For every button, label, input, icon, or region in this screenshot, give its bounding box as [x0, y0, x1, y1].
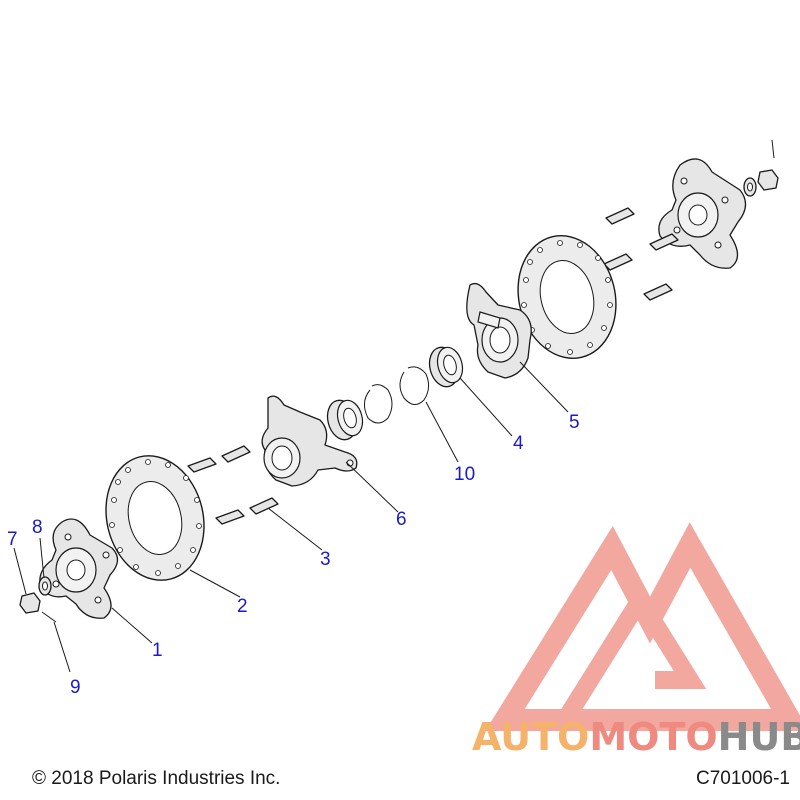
callout-8: 8 — [32, 517, 43, 538]
washer-right — [743, 177, 757, 197]
copyright-notice: © 2018 Polaris Industries Inc. — [32, 768, 281, 789]
brake-rotor-right — [517, 235, 617, 359]
callout-10: 10 — [454, 464, 475, 485]
callout-5: 5 — [569, 412, 580, 433]
knuckle-left — [261, 395, 358, 487]
callout-6: 6 — [396, 509, 407, 530]
callout-4: 4 — [513, 433, 524, 454]
callout-2: 2 — [237, 596, 248, 617]
washer-left — [38, 576, 52, 596]
watermark-hub: HUB — [718, 715, 800, 759]
hub-left — [39, 518, 119, 619]
cotter-pin-right — [771, 139, 775, 159]
castle-nut-right — [757, 169, 779, 191]
brake-rotor-left — [105, 455, 205, 581]
wheel-studs-left — [187, 445, 279, 525]
watermark-text: AUTOMOTOHUB — [472, 715, 800, 759]
bearing — [326, 399, 364, 441]
bearing-4 — [428, 346, 464, 388]
callout-9: 9 — [70, 677, 81, 698]
wheel-studs-right — [603, 207, 679, 301]
snap-ring — [364, 384, 393, 424]
hub-right — [658, 158, 747, 269]
knuckle-right — [466, 282, 532, 379]
watermark-logo — [485, 522, 800, 731]
cotter-pin-left — [41, 611, 57, 623]
snap-ring-10 — [399, 366, 430, 405]
callout-3: 3 — [320, 549, 331, 570]
callout-1: 1 — [152, 640, 163, 661]
leader-lines — [13, 361, 569, 673]
watermark-moto: MOTO — [589, 715, 717, 759]
callout-7: 7 — [7, 529, 18, 550]
castle-nut-left — [19, 592, 41, 614]
watermark-auto: AUTO — [472, 715, 589, 759]
diagram-id: C701006-1 — [695, 768, 790, 789]
